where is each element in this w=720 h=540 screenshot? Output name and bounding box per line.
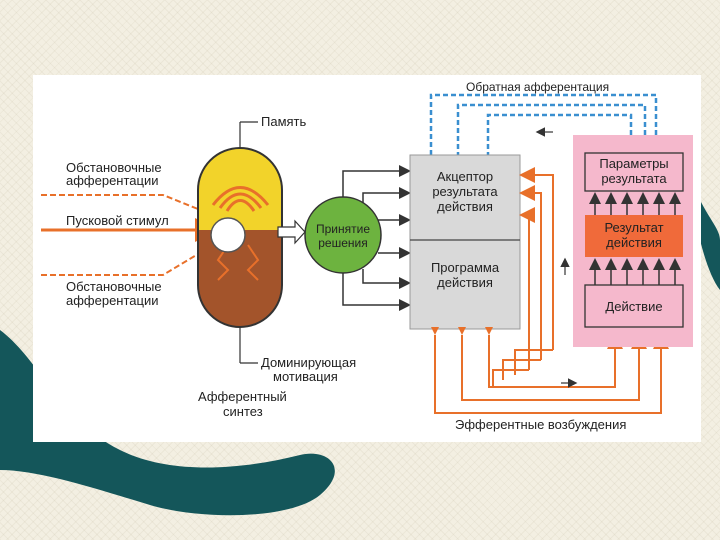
efferent-loop-lines xyxy=(434,333,669,414)
decision-output-arrows xyxy=(342,165,411,311)
acceptor-label-1: Акцептор xyxy=(437,169,493,184)
action-label: Действие xyxy=(605,299,662,314)
situational-top-label-1: Обстановочные xyxy=(66,160,162,175)
situational-bottom-arrows xyxy=(41,242,217,276)
program-label-2: действия xyxy=(437,275,493,290)
motivation-region xyxy=(198,230,282,327)
motivation-label-1: Доминирующая xyxy=(261,355,356,370)
situational-bottom-label-1: Обстановочные xyxy=(66,279,162,294)
parameters-label-2: результата xyxy=(601,171,667,186)
trigger-stimulus-label: Пусковой стимул xyxy=(66,213,169,228)
program-label-1: Программа xyxy=(431,260,500,275)
action-result-box xyxy=(585,215,683,257)
motivation-wavy-lines xyxy=(216,244,260,281)
motivation-label-2: мотивация xyxy=(273,369,338,384)
acceptor-label-3: действия xyxy=(437,199,493,214)
efferent-label: Эфферентные возбуждения xyxy=(455,417,626,432)
memory-arcs xyxy=(211,186,270,212)
teal-swoosh-bottom xyxy=(0,330,335,516)
functional-system-diagram: Обратная афферентация Обстановочные аффе… xyxy=(41,80,693,432)
teal-swoosh-right xyxy=(700,200,720,290)
result-label-2: действия xyxy=(606,235,662,250)
acceptor-program-box xyxy=(409,154,521,330)
situational-top-label-2: афферентации xyxy=(66,173,159,188)
acceptor-label-2: результата xyxy=(432,184,498,199)
decision-label-2: решения xyxy=(318,236,367,250)
efferent-triangles xyxy=(431,327,493,335)
result-label-1: Результат xyxy=(604,220,663,235)
parameters-label-1: Параметры xyxy=(599,156,668,171)
afferent-synthesis-label-1: Афферентный xyxy=(198,389,287,404)
feedback-label: Обратная афферентация xyxy=(466,80,609,94)
collateral-lines xyxy=(519,167,554,370)
situational-top-arrows xyxy=(41,194,217,218)
decision-label-1: Принятие xyxy=(316,222,370,236)
situational-bottom-label-2: афферентации xyxy=(66,293,159,308)
afferent-synthesis-label-2: синтез xyxy=(223,404,263,419)
feedback-afferentation-lines xyxy=(429,93,658,155)
synthesis-to-decision-arrow xyxy=(277,219,306,245)
synthesis-core xyxy=(210,217,246,253)
afferent-synthesis-capsule xyxy=(197,147,283,328)
result-parameters-box xyxy=(584,152,684,192)
action-box xyxy=(584,284,684,328)
result-up-arrows xyxy=(589,192,681,285)
memory-label: Память xyxy=(261,114,307,129)
diagram-slide: Обратная афферентация Обстановочные аффе… xyxy=(33,75,701,442)
